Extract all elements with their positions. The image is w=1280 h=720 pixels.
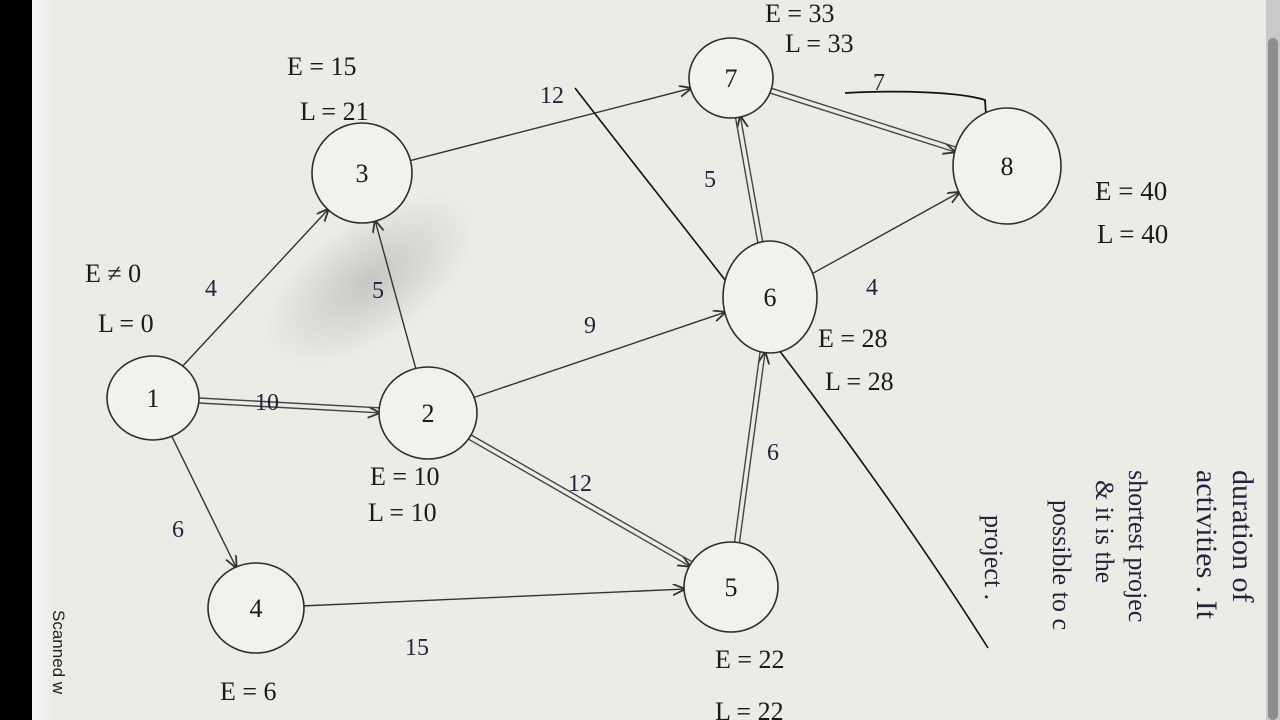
margin-note-line-6: project . — [979, 515, 1008, 600]
node-late-time-7: L = 33 — [785, 29, 854, 58]
node-early-time-1: E ≠ 0 — [85, 259, 141, 288]
edge-4-5 — [303, 589, 684, 607]
margin-note-line-4: & it is the — [1090, 480, 1119, 583]
edge-1-3 — [182, 210, 328, 367]
node-early-time-6: E = 28 — [818, 324, 888, 353]
node-label-7: 7 — [725, 64, 738, 93]
edge-6-7 — [734, 117, 759, 243]
edge-weight-3-7: 12 — [540, 83, 564, 109]
node-early-time-8: E = 40 — [1095, 176, 1167, 206]
node-early-time-3: E = 15 — [287, 52, 357, 81]
node-2: 2 — [378, 366, 478, 460]
edge-1-4 — [171, 436, 236, 567]
node-label-5: 5 — [725, 573, 738, 602]
node-late-time-1: L = 0 — [98, 309, 154, 338]
node-8: 8 — [952, 107, 1062, 225]
node-late-time-5: L = 22 — [715, 697, 784, 720]
node-circle-8 — [952, 107, 1062, 225]
node-early-time-4: E = 6 — [220, 677, 277, 706]
node-late-time-8: L = 40 — [1097, 219, 1168, 249]
node-circle-4 — [207, 562, 305, 654]
node-6: 6 — [722, 240, 818, 354]
node-3: 3 — [311, 122, 413, 224]
edge-7-8 — [769, 92, 954, 152]
vertical-scrollbar[interactable] — [1266, 0, 1280, 720]
edge-7-8 — [771, 87, 957, 148]
node-label-6: 6 — [764, 283, 777, 312]
node-label-4: 4 — [250, 594, 263, 623]
edge-6-7 — [740, 117, 764, 242]
scanner-watermark: Scanned w — [49, 610, 68, 695]
node-circle-5 — [683, 541, 779, 633]
node-label-2: 2 — [422, 399, 435, 428]
margin-note-line-1: duration of — [1226, 470, 1259, 602]
edge-5-6 — [733, 351, 761, 543]
edge-1-2 — [199, 397, 380, 409]
edge-2-5 — [468, 438, 690, 566]
edge-weight-1-2: 10 — [255, 390, 279, 416]
node8-ink-stroke — [844, 90, 987, 116]
edge-weight-4-5: 15 — [405, 635, 429, 661]
edge-weight-2-3: 5 — [372, 278, 384, 304]
node-circle-3 — [311, 122, 413, 224]
node-7: 7 — [688, 37, 774, 119]
margin-note-line-3: shortest projec — [1123, 470, 1152, 622]
node-1: 1 — [106, 355, 200, 441]
node-circle-1 — [106, 355, 200, 441]
node-early-time-2: E = 10 — [370, 462, 440, 491]
node-circle-6 — [722, 240, 818, 354]
margin-note: duration of activities . It shortest pro… — [979, 470, 1259, 630]
node-late-time-3: L = 21 — [300, 97, 369, 126]
margin-note-line-5: possible to c — [1047, 500, 1076, 630]
node-label-8: 8 — [1001, 152, 1014, 181]
edge-weight-6-7: 5 — [704, 167, 716, 193]
node-early-time-5: E = 22 — [715, 645, 785, 674]
edge-weight-5-6: 6 — [767, 440, 779, 466]
cut-line — [574, 87, 989, 649]
edge-3-7 — [410, 88, 690, 162]
page-edge — [32, 0, 54, 720]
edge-2-3 — [375, 221, 417, 369]
node-circle-7 — [688, 37, 774, 119]
edge-5-6 — [738, 353, 765, 543]
edge-weight-2-6: 9 — [584, 313, 596, 339]
node-circle-2 — [378, 366, 478, 460]
node-early-time-7: E = 33 — [765, 0, 835, 28]
shadow-smudge — [265, 195, 475, 365]
edge-6-8 — [812, 193, 959, 275]
edge-weight-7-8: 7 — [873, 70, 885, 96]
node-4: 4 — [207, 562, 305, 654]
edge-weight-1-3: 4 — [205, 276, 217, 302]
edge-2-6 — [473, 312, 725, 399]
node-label-3: 3 — [356, 159, 369, 188]
edge-weight-6-8: 4 — [866, 275, 878, 301]
node-5: 5 — [683, 541, 779, 633]
edge-weight-2-5: 12 — [568, 471, 592, 497]
node-late-time-2: L = 10 — [368, 498, 437, 527]
scrollbar-thumb[interactable] — [1268, 38, 1278, 720]
edge-2-5 — [470, 434, 693, 563]
node-label-1: 1 — [147, 384, 160, 413]
margin-note-line-2: activities . It — [1190, 470, 1223, 620]
edge-weight-1-4: 6 — [172, 517, 184, 543]
node-late-time-6: L = 28 — [825, 367, 894, 396]
edge-1-2 — [198, 402, 379, 413]
